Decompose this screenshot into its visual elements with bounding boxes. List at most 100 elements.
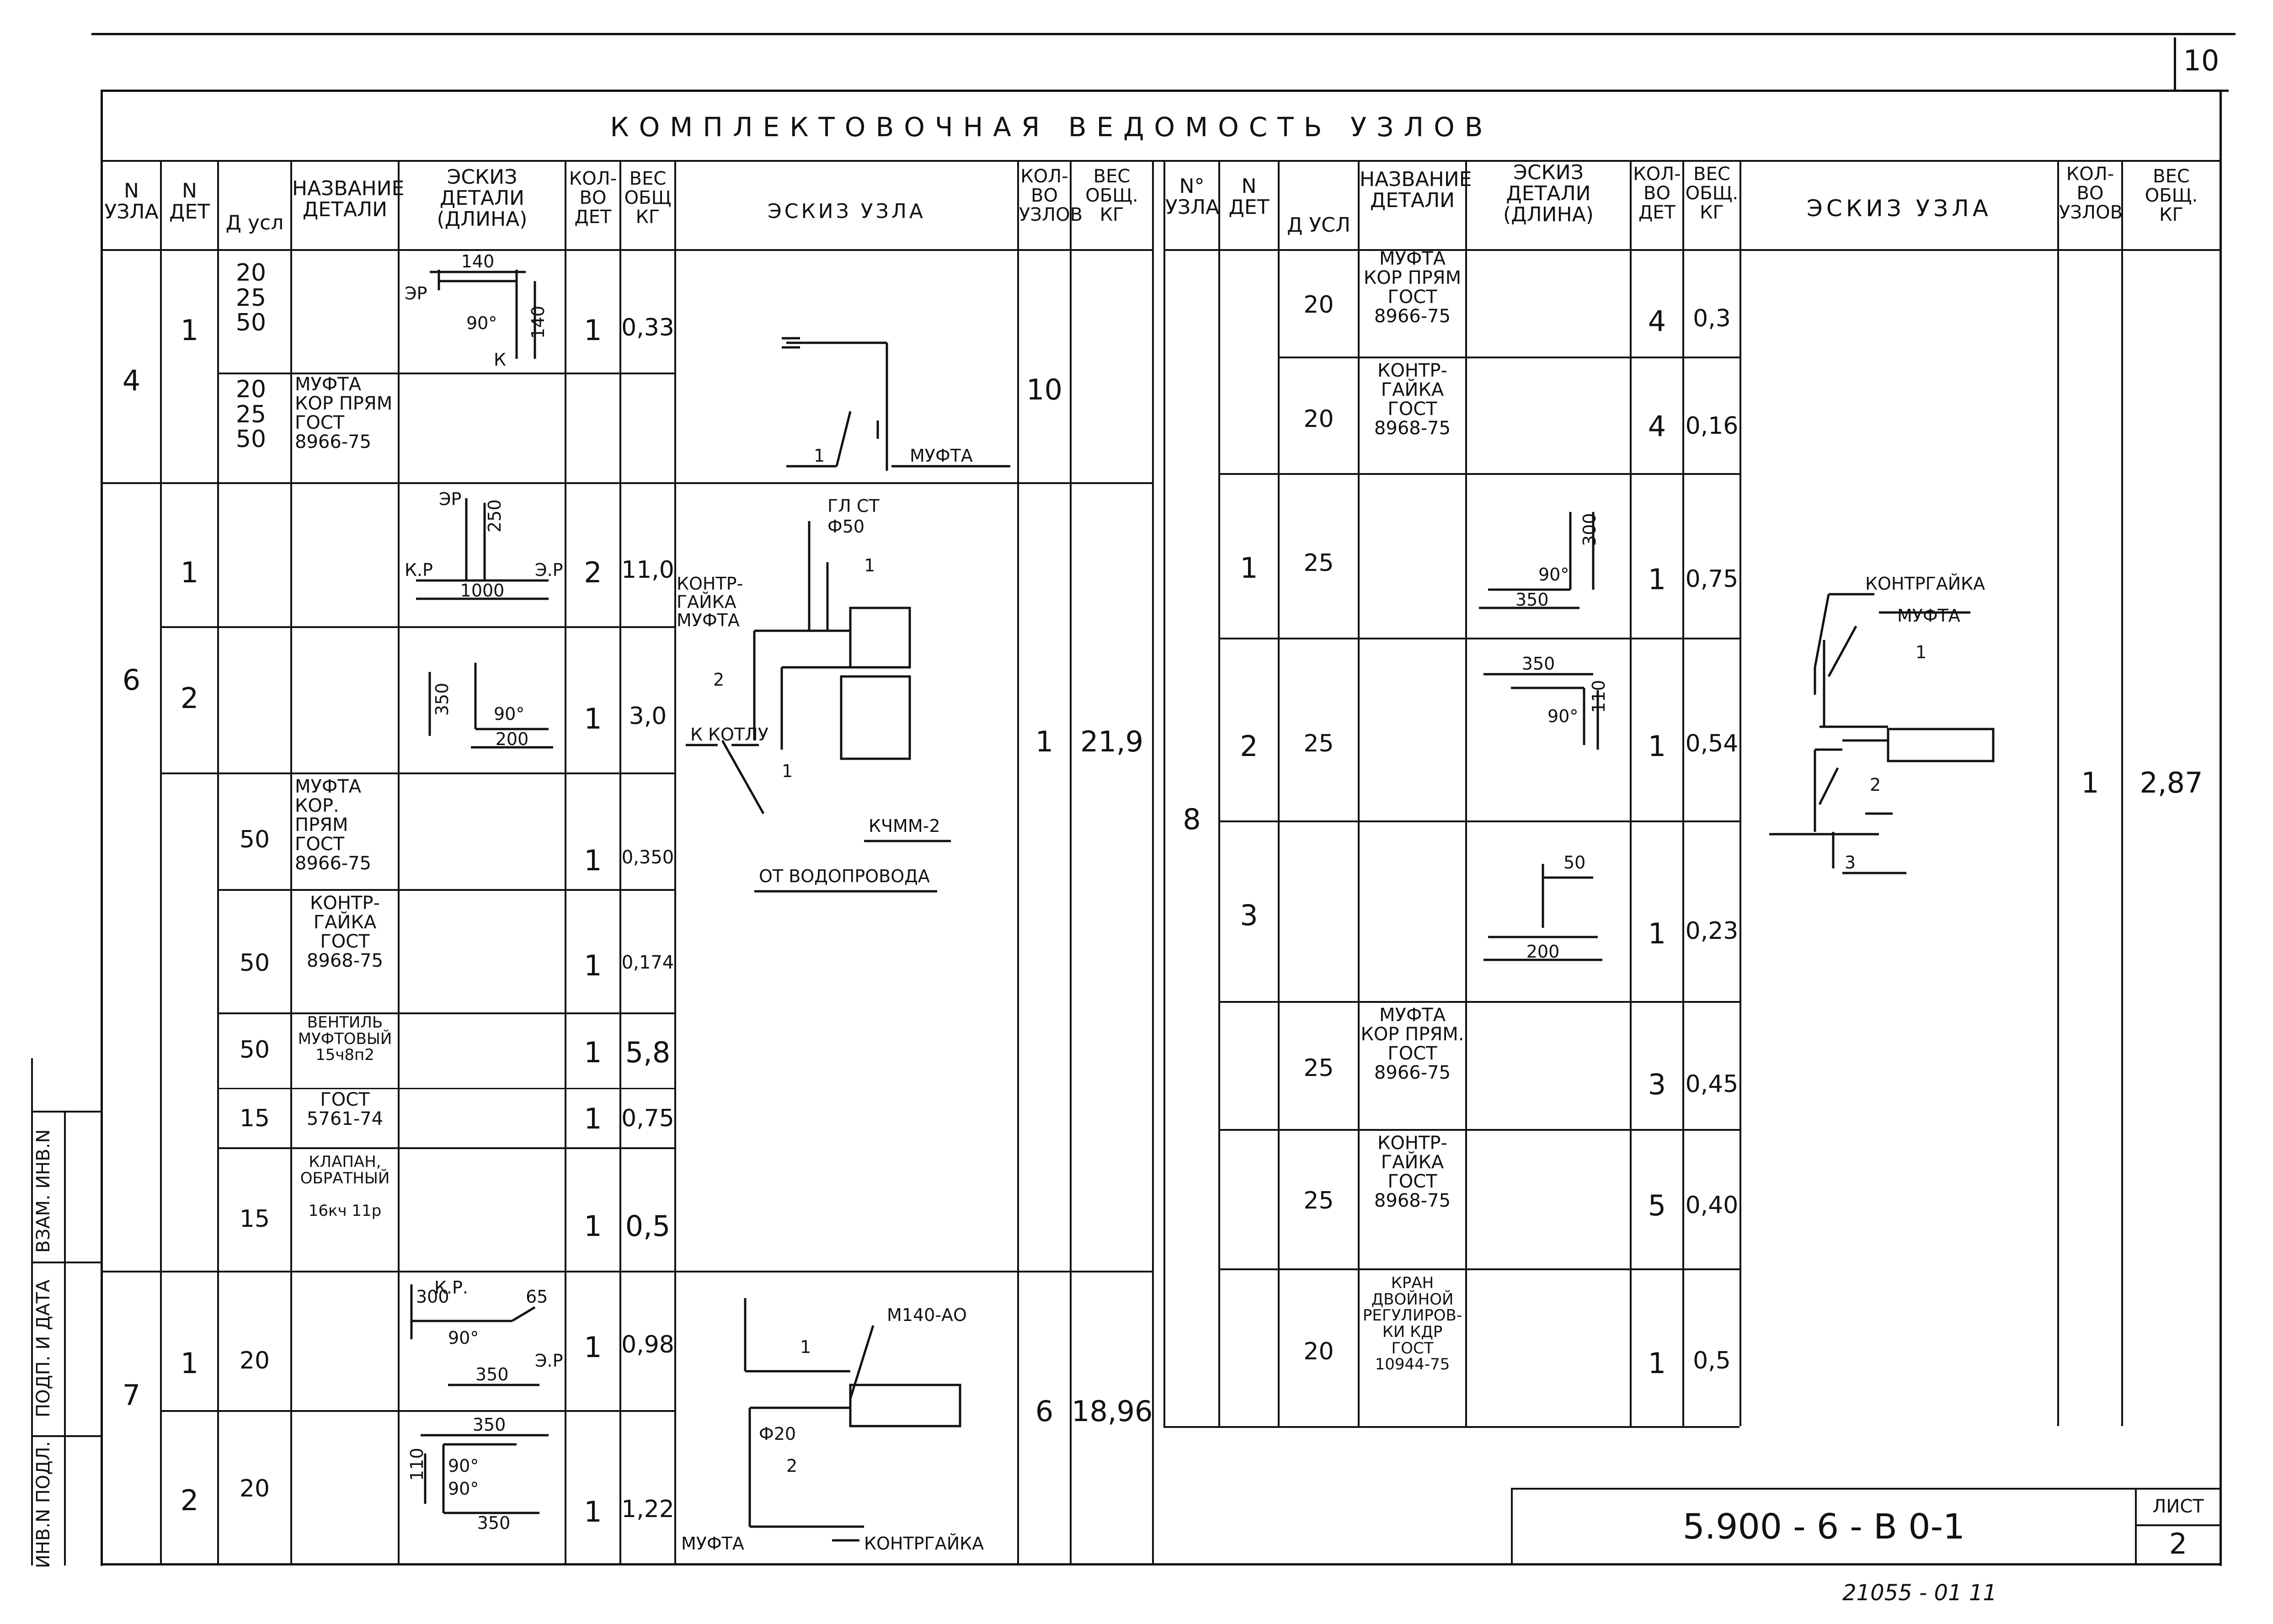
right-node-8: 8 bbox=[1183, 803, 1201, 836]
right-row3-qty: 1 bbox=[1648, 729, 1666, 763]
sketch-n8-p2: 350 90° 110 bbox=[1483, 654, 1609, 750]
left-row10-weight: 1,22 bbox=[621, 1496, 674, 1523]
frame-bottom bbox=[101, 1563, 2222, 1565]
n7p1-kp: К.Р. bbox=[434, 1278, 468, 1298]
col-line-r1 bbox=[1218, 160, 1220, 1426]
hdr-right-node-sketch: ЭСКИЗ УЗЛА bbox=[1807, 195, 1992, 222]
left-row5-dn: 50 bbox=[239, 949, 270, 977]
left-row0-dn: 20 25 50 bbox=[235, 259, 267, 337]
archive-number: 21055 - 01 11 bbox=[1842, 1580, 1997, 1606]
col-line-l2 bbox=[217, 160, 219, 1563]
left-row1-dn: 20 25 50 bbox=[235, 376, 267, 453]
right-header-rule bbox=[1163, 249, 2220, 251]
left-row8-dn: 15 bbox=[239, 1205, 270, 1233]
n8p2-v: 110 bbox=[1589, 680, 1609, 713]
n6p2-h: 200 bbox=[496, 729, 529, 749]
right-row6-qty: 5 bbox=[1648, 1189, 1666, 1222]
left-row3-qty: 1 bbox=[584, 702, 602, 735]
right-row5-weight: 0,45 bbox=[1685, 1070, 1739, 1098]
n4p1-bottom: К bbox=[494, 350, 506, 370]
left-node-6: 6 bbox=[122, 663, 141, 697]
hdr-left-part-no: N ДЕТ bbox=[169, 179, 210, 224]
col-line-l7 bbox=[674, 160, 676, 1563]
left-row4-weight: 0,350 bbox=[621, 847, 674, 868]
node6-kchmm: КЧММ-2 bbox=[869, 816, 940, 836]
left-row10-qty: 1 bbox=[584, 1495, 602, 1528]
n7p1-h: 350 bbox=[475, 1364, 509, 1384]
n8p2-angle: 90° bbox=[1547, 706, 1578, 726]
left-node4-qty: 10 bbox=[1026, 373, 1062, 406]
n8p1-h: 350 bbox=[1515, 590, 1549, 610]
col-line-l5 bbox=[565, 160, 566, 1563]
row-line-l8 bbox=[217, 1147, 674, 1149]
title-block-left bbox=[1511, 1488, 1513, 1565]
frame-top bbox=[101, 90, 2222, 92]
top-border-line bbox=[91, 33, 2236, 35]
n7p2-a1: 90° bbox=[448, 1456, 479, 1476]
left-row0-qty: 1 bbox=[584, 314, 602, 347]
stamp-podp: ПОДП. И ДАТА bbox=[33, 1279, 54, 1417]
n6p1-top: ЭР bbox=[439, 489, 461, 509]
right-row7-qty: 1 bbox=[1648, 1347, 1666, 1380]
left-row3-weight: 3,0 bbox=[629, 703, 667, 730]
sketch-n4-p1: 140 140 90° ЭР К bbox=[405, 251, 548, 370]
hdr-right-dn: Д УСЛ bbox=[1287, 213, 1350, 237]
hdr-left-node-no: N УЗЛА bbox=[104, 179, 159, 224]
right-row1-dn: 20 bbox=[1303, 405, 1334, 433]
node8-muf: МУФТА bbox=[1897, 606, 1960, 626]
sketch-n6-p2: 350 90° 200 bbox=[428, 663, 553, 749]
n8p1-v: 300 bbox=[1579, 513, 1600, 546]
left-row1-name: МУФТА КОР ПРЯМ ГОСТ 8966-75 bbox=[295, 374, 393, 453]
row-line-r1 bbox=[1278, 357, 1739, 358]
node8-three: 3 bbox=[1845, 852, 1856, 873]
row-line-l2 bbox=[103, 482, 1152, 484]
col-line-l1 bbox=[160, 160, 162, 1563]
row-line-l10 bbox=[160, 1410, 674, 1412]
col-line-r4 bbox=[1465, 160, 1467, 1426]
hdr-right-node-qty: КОЛ- ВО УЗЛОВ bbox=[2059, 164, 2123, 223]
node6-d50: Ф50 bbox=[827, 516, 864, 537]
n7p2-h: 350 bbox=[477, 1513, 511, 1533]
sketch-n7-p2: 350 110 90° 90° 350 bbox=[407, 1415, 549, 1533]
left-row6-dn: 50 bbox=[239, 1036, 270, 1064]
node8-two: 2 bbox=[1870, 775, 1881, 795]
node6-vodo: ОТ ВОДОПРОВОДА bbox=[759, 866, 930, 886]
right-row4-qty: 1 bbox=[1648, 917, 1666, 950]
hdr-right-node-no: N° УЗЛА bbox=[1165, 175, 1220, 219]
stamp-vzam: ВЗАМ. ИНВ.N bbox=[33, 1129, 54, 1253]
title-block-top bbox=[1511, 1488, 2220, 1490]
stamp-row-1 bbox=[31, 1111, 102, 1113]
hdr-right-name: НАЗВАНИЕ ДЕТАЛИ bbox=[1360, 168, 1472, 213]
col-line-l6 bbox=[619, 160, 621, 1563]
doc-code: 5.900 - 6 - В 0-1 bbox=[1682, 1506, 1965, 1547]
right-row0-dn: 20 bbox=[1303, 291, 1334, 319]
node8-one: 1 bbox=[1916, 642, 1926, 662]
right-row2-qty: 1 bbox=[1648, 563, 1666, 596]
right-row0-name: МУФТА КОР ПРЯМ ГОСТ 8966-75 bbox=[1363, 248, 1462, 327]
n7p1-d: 65 bbox=[526, 1287, 548, 1307]
title-block-sheet-rule bbox=[2135, 1524, 2220, 1526]
left-row6-qty: 1 bbox=[584, 1036, 602, 1069]
right-row1-name: КОНТР- ГАЙКА ГОСТ 8968-75 bbox=[1374, 360, 1451, 439]
left-row8-name: КЛАПАН, ОБРАТНЫЙ 16кч 11р bbox=[300, 1153, 390, 1220]
right-row4-weight: 0,23 bbox=[1685, 917, 1739, 945]
n4p1-side: 140 bbox=[528, 306, 548, 339]
left-node6-qty: 1 bbox=[1035, 725, 1054, 758]
row-line-r3 bbox=[1218, 638, 1739, 639]
row-line-r4 bbox=[1218, 820, 1739, 822]
right-table-left-border bbox=[1163, 160, 1165, 1426]
left-node-7: 7 bbox=[122, 1379, 141, 1412]
col-line-l10 bbox=[1152, 160, 1154, 1563]
col-line-r3 bbox=[1358, 160, 1360, 1426]
left-row6-weight: 5,8 bbox=[625, 1036, 671, 1069]
frame-right bbox=[2220, 90, 2222, 1566]
row-line-l4 bbox=[160, 772, 674, 774]
right-node8-qty: 1 bbox=[2081, 766, 2099, 799]
node6-glst: ГЛ СТ bbox=[827, 496, 880, 516]
left-row10-part: 2 bbox=[180, 1484, 199, 1517]
row-line-l3 bbox=[160, 626, 674, 628]
hdr-right-weight: ВЕС ОБЩ. КГ bbox=[1685, 164, 1739, 223]
right-node8-weight: 2,87 bbox=[2140, 766, 2203, 799]
left-node7-weight: 18,96 bbox=[1072, 1395, 1153, 1428]
